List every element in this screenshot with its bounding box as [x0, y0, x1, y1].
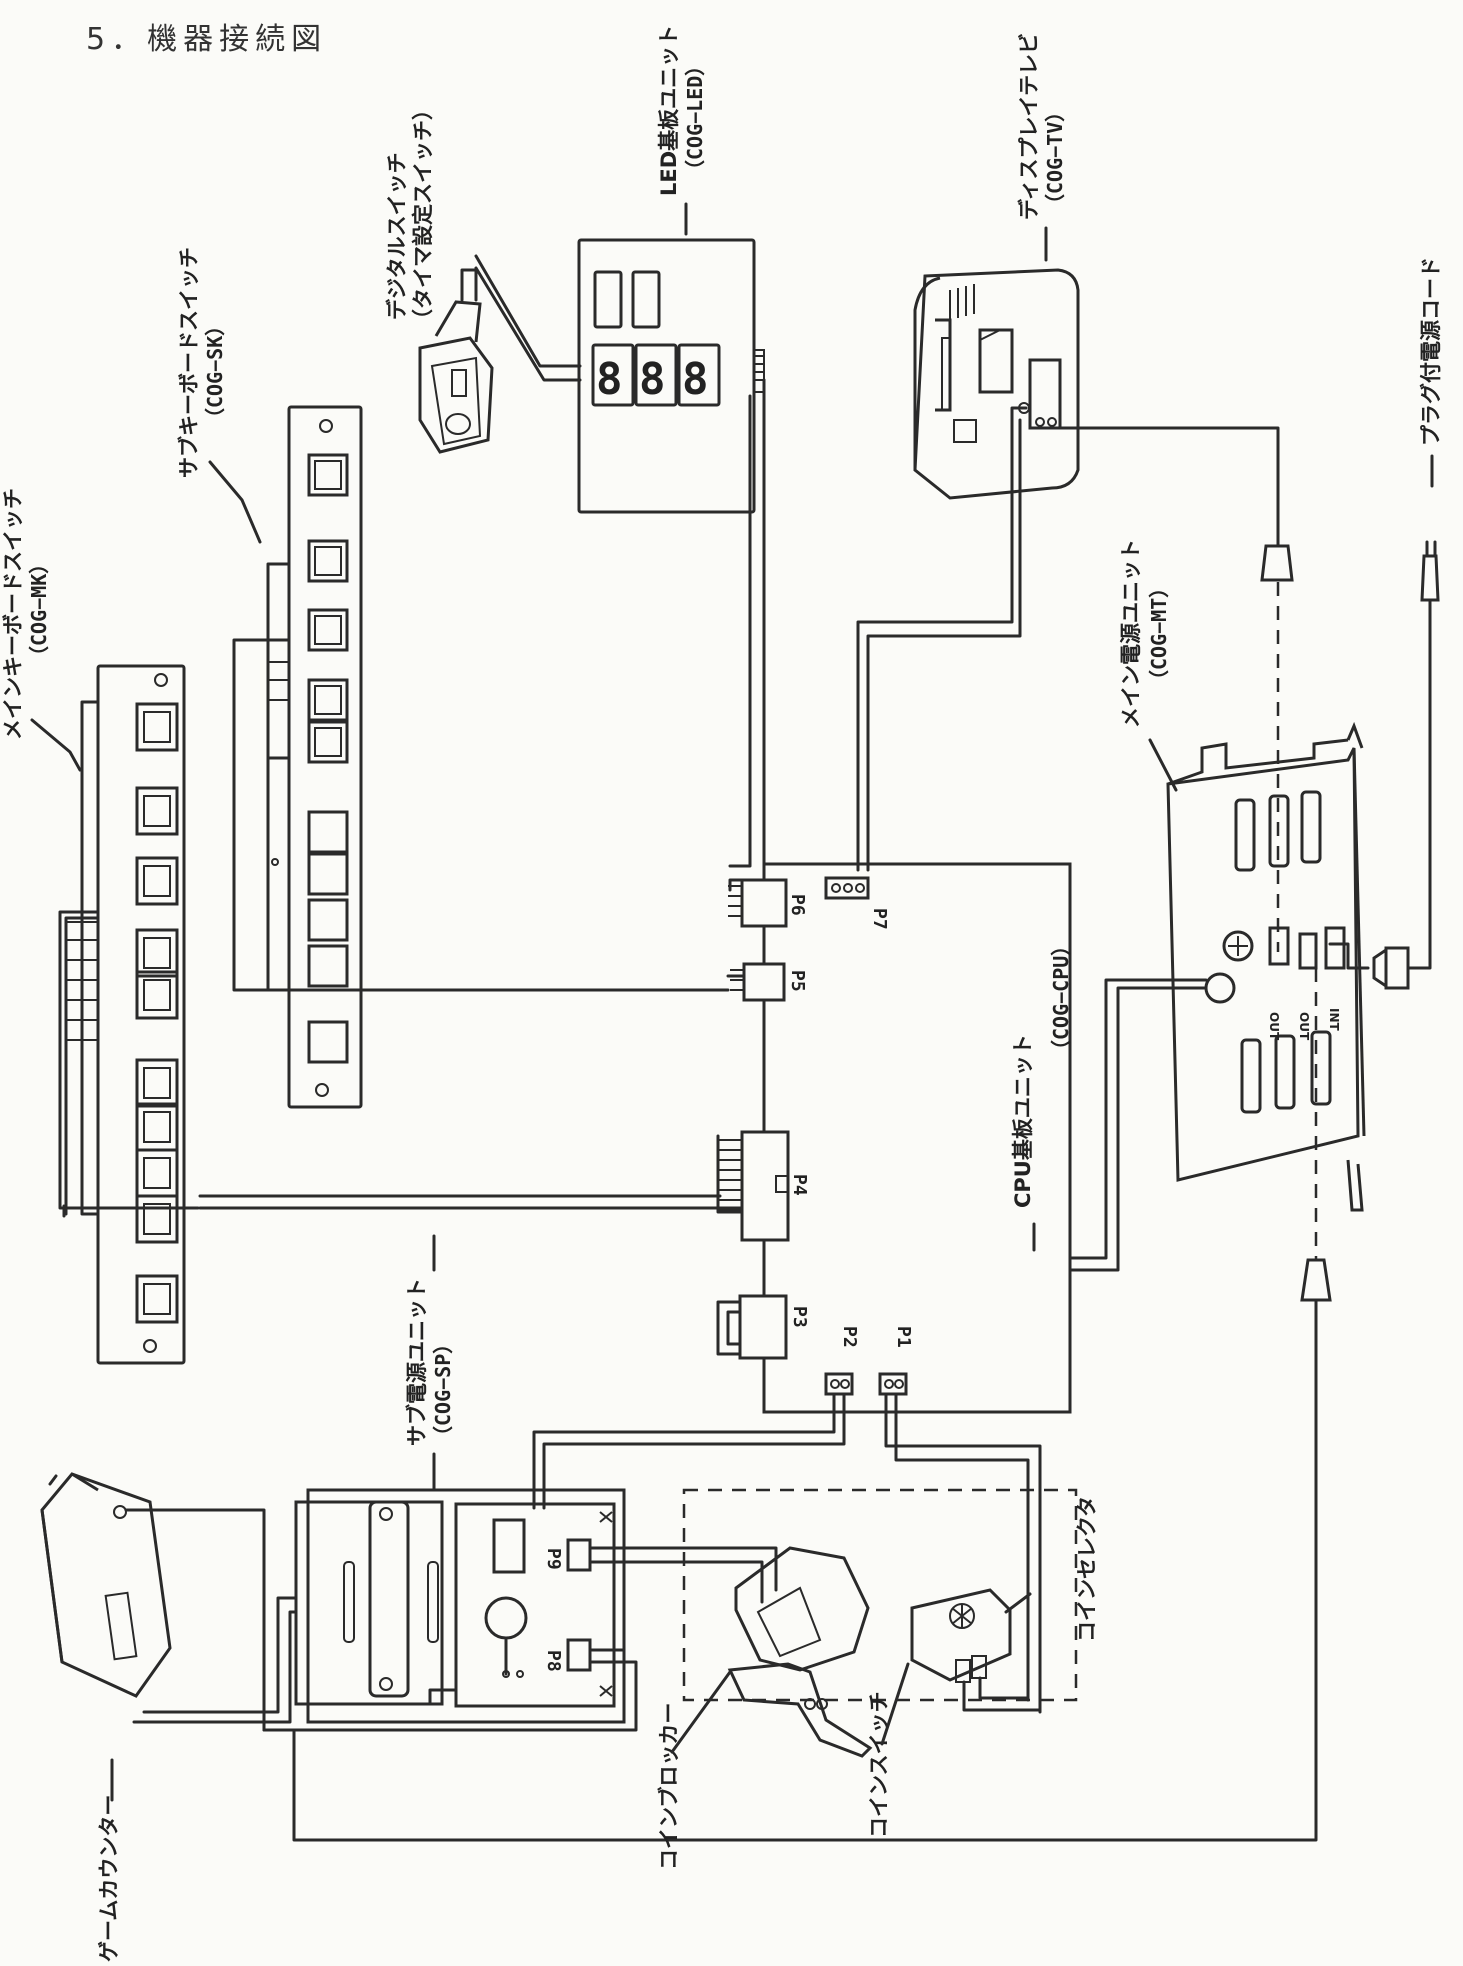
- coin-switch: [910, 1588, 1012, 1682]
- page-title: 5．機器接続図: [86, 22, 328, 57]
- power-inlet-label: INT: [1327, 1008, 1341, 1032]
- main-power-unit: OUT OUT INT: [292, 582, 1366, 1842]
- port-label: P4: [789, 1174, 810, 1196]
- cpu-board-unit: P6 P7 P5 P4 P3 P2: [198, 378, 1072, 1714]
- label-game-counter: ゲームカウンター: [97, 1795, 121, 1962]
- connector-p6: [740, 878, 788, 928]
- screw-icon: [315, 1083, 329, 1097]
- label-display-tv-code: （COG−TV）: [1043, 102, 1067, 214]
- digital-switch-unit: [418, 254, 582, 454]
- connector-p4: [740, 1130, 790, 1242]
- label-coin-selector: コインセレクタ: [1075, 1496, 1099, 1642]
- connector-p8: [566, 1638, 592, 1672]
- screw-icon: [319, 419, 333, 433]
- led-digit: 8: [639, 354, 666, 405]
- label-plug-cord: プラグ付電源コード: [1419, 257, 1443, 446]
- labels: メインキーボードスイッチ （COG−MK） サブキーボードスイッチ （COG−S…: [1, 25, 1443, 1962]
- label-led-board-code: （COG−LED）: [683, 56, 707, 180]
- port-label: P3: [789, 1306, 810, 1328]
- port-label: P1: [893, 1326, 914, 1348]
- display-tv-unit: [856, 268, 1280, 872]
- sub-power-unit: P9 P8: [132, 1488, 778, 1732]
- tv-body: [913, 268, 1080, 500]
- sub-keyboard-keys: [307, 453, 349, 1064]
- label-main-power: メイン電源ユニット: [1119, 539, 1143, 728]
- plug-cord-unit: [1260, 540, 1440, 990]
- label-digital-switch-code: （タイマ設定スイッチ）: [411, 99, 435, 330]
- main-keyboard-unit: [58, 664, 200, 1365]
- power-out-label: OUT: [1267, 1012, 1281, 1041]
- label-main-keyboard-code: （COG−MK）: [27, 554, 51, 666]
- screw-icon: [154, 673, 168, 687]
- label-coin-switch: コインスイッチ: [867, 1691, 891, 1838]
- sub-keyboard-unit: [232, 405, 730, 1109]
- connector-p5: [742, 962, 786, 1002]
- screw-icon: [143, 1339, 157, 1353]
- game-counter: [40, 1472, 172, 1698]
- game-counter-unit: [40, 1472, 266, 1732]
- port-label: P5: [787, 970, 808, 992]
- label-cpu-board: CPU基板ユニット: [1011, 1034, 1035, 1208]
- connector-p3: [738, 1294, 788, 1360]
- main-keyboard-keys: [135, 702, 179, 1324]
- sub-power-board: [454, 1502, 616, 1708]
- port-label: P9: [543, 1548, 564, 1570]
- label-main-power-code: （COG−MT）: [1147, 578, 1171, 690]
- power-switch-icon: [1222, 930, 1254, 962]
- led-board-unit: 8 8 8: [577, 238, 766, 892]
- coin-selector-outline: [682, 1488, 1078, 1702]
- coin-selector-unit: [682, 1488, 1078, 1758]
- sub-power-frame: [306, 1488, 626, 1724]
- label-sub-power: サブ電源ユニット: [405, 1278, 429, 1446]
- main-keyboard-panel: [96, 664, 186, 1365]
- connector-p7: [824, 876, 870, 900]
- port-label: P2: [839, 1326, 860, 1348]
- led-digit: 8: [682, 354, 709, 405]
- label-digital-switch: デジタルスイッチ: [385, 152, 409, 320]
- label-display-tv: ディスプレイテレビ: [1017, 33, 1041, 220]
- main-power-chassis: [1166, 747, 1360, 1182]
- label-sub-power-code: （COG−SP）: [431, 1334, 455, 1446]
- port-label: P8: [543, 1650, 564, 1672]
- power-out-label: OUT: [1297, 1012, 1311, 1041]
- plug-icon: [1420, 554, 1440, 602]
- label-sub-keyboard: サブキーボードスイッチ: [177, 247, 201, 478]
- label-sub-keyboard-code: （COG−SK）: [203, 316, 227, 428]
- label-cpu-board-code: （COG−CPU）: [1049, 936, 1073, 1060]
- connector-p9: [566, 1538, 592, 1572]
- coin-blocker: [734, 1546, 870, 1672]
- port-label: P6: [787, 894, 808, 916]
- label-main-keyboard: メインキーボードスイッチ: [1, 488, 25, 740]
- port-label: P7: [869, 908, 890, 930]
- led-digit: 8: [596, 354, 623, 405]
- label-coin-blocker: コインブロッカー: [657, 1703, 681, 1870]
- label-led-board: LED基板ユニット: [657, 25, 681, 196]
